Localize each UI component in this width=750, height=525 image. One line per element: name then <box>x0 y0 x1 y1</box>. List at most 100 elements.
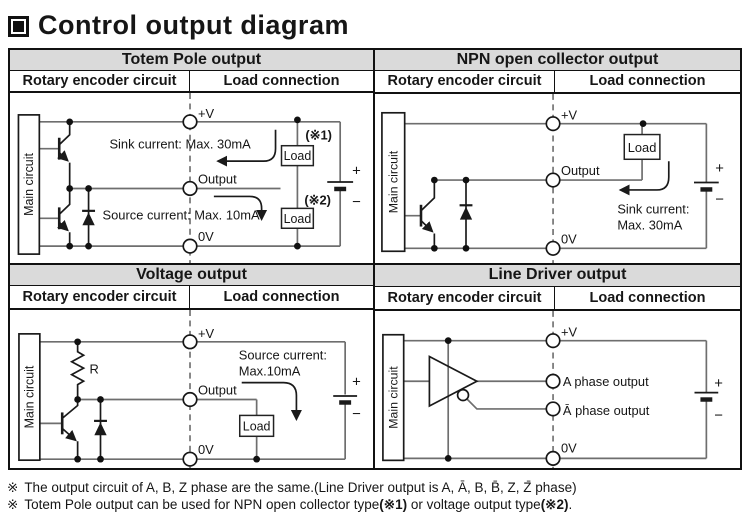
line-driver-battery-plus: + <box>714 376 723 392</box>
npn-main-circuit-box <box>381 111 406 252</box>
voltage-title: Voltage output <box>10 265 373 287</box>
line-driver-title: Line Driver output <box>375 265 740 287</box>
totem-terminal-output <box>182 180 198 197</box>
npn-main-circuit-label: Main circuit <box>386 150 400 213</box>
voltage-source-note-line1: Source current: <box>239 348 327 363</box>
footnotes: ※ The output circuit of A, B, Z phase ar… <box>7 479 577 513</box>
voltage-junction-dots <box>74 338 261 463</box>
line-driver-main-circuit-label: Main circuit <box>386 365 400 428</box>
npn-circuit-svg: Main circuit Load +V Output 0V Sink curr… <box>381 93 724 263</box>
line-driver-terminal-abar <box>545 401 561 417</box>
voltage-battery-icon <box>333 395 358 405</box>
totem-battery-minus: − <box>352 194 361 210</box>
voltage-main-circuit-label: Main circuit <box>22 365 36 428</box>
npn-title: NPN open collector output <box>375 50 740 71</box>
voltage-col-header-encoder: Rotary encoder circuit <box>10 286 190 308</box>
line-driver-buffer-icon <box>428 354 479 408</box>
npn-sink-arrow <box>618 161 670 196</box>
voltage-vplus-label: +V <box>198 326 215 341</box>
line-driver-0v-label: 0V <box>561 440 577 455</box>
totem-load1-box <box>280 144 315 167</box>
footnote-ref2: (※2) <box>540 497 569 512</box>
totem-ref1-label: (※1) <box>305 128 332 143</box>
totem-sink-note: Sink current: Max. 30mA <box>109 137 251 152</box>
voltage-terminal-vplus <box>182 334 198 350</box>
totem-col-header-load: Load connection <box>223 72 340 89</box>
voltage-terminal-0v <box>182 451 198 467</box>
quadrant-npn: NPN open collector output Rotary encoder… <box>375 50 740 265</box>
totem-source-note: Source current: Max. 10mA <box>102 207 259 222</box>
totem-main-circuit-label: Main circuit <box>22 152 36 215</box>
output-diagram-table: Totem Pole output Rotary encoder circuit… <box>8 48 742 470</box>
npn-sink-note-line1: Sink current: <box>617 202 689 217</box>
footnote-text-1: The output circuit of A, B, Z phase are … <box>24 480 577 495</box>
line-driver-main-circuit-box <box>382 333 405 461</box>
totem-col-header-encoder: Rotary encoder circuit <box>10 70 190 91</box>
quadrant-voltage: Voltage output Rotary encoder circuit Lo… <box>10 265 375 468</box>
npn-output-label: Output <box>561 163 600 178</box>
totem-diagram: Main circuit Load Load +V Outpu <box>10 92 373 263</box>
totem-transistors-icon <box>57 121 71 247</box>
line-driver-battery-icon <box>694 391 719 402</box>
voltage-resistor-icon <box>69 341 86 400</box>
title-square-icon <box>8 16 29 37</box>
npn-terminal-0v <box>545 240 561 256</box>
voltage-column-headers: Rotary encoder circuit Load connection <box>10 286 373 310</box>
footnote-line-1: ※ The output circuit of A, B, Z phase ar… <box>7 479 577 496</box>
npn-vplus-label: +V <box>561 108 578 123</box>
npn-col-header-load: Load connection <box>589 73 706 90</box>
line-driver-vplus-label: +V <box>561 324 578 339</box>
quadrant-line-driver: Line Driver output Rotary encoder circui… <box>375 265 740 468</box>
line-driver-battery-minus: − <box>714 408 723 424</box>
voltage-diagram: Main circuit Load R +V Output 0V So <box>10 309 373 468</box>
line-driver-circuit-svg: Main circuit +V A phase output Ā phase o… <box>382 310 723 468</box>
totem-column-headers: Rotary encoder circuit Load connection <box>10 70 373 93</box>
voltage-transistor-icon <box>60 399 79 460</box>
npn-col-header-encoder: Rotary encoder circuit <box>375 70 555 92</box>
totem-title: Totem Pole output <box>10 50 373 71</box>
totem-sink-arrow <box>216 129 277 167</box>
voltage-battery-minus: − <box>352 406 361 422</box>
totem-load2-label: Load <box>284 212 312 226</box>
footnote-marker-1: ※ <box>7 480 19 495</box>
totem-main-circuit-box <box>17 113 41 255</box>
totem-vplus-label: +V <box>198 106 215 121</box>
totem-circuit-svg: Main circuit Load Load +V Outpu <box>17 92 361 263</box>
voltage-load-box <box>238 414 275 437</box>
page-title: Control output diagram <box>38 10 349 40</box>
totem-ref2-label: (※2) <box>304 192 331 207</box>
line-driver-terminal-0v <box>545 450 561 466</box>
totem-battery-plus: + <box>352 163 361 179</box>
npn-column-headers: Rotary encoder circuit Load connection <box>375 70 740 94</box>
voltage-battery-plus: + <box>352 374 361 390</box>
npn-battery-minus: − <box>715 192 724 208</box>
voltage-source-note-line2: Max.10mA <box>239 364 301 379</box>
line-driver-wires <box>403 339 708 459</box>
npn-battery-icon <box>694 181 719 192</box>
totem-junction-dots <box>66 116 301 250</box>
npn-diode-icon <box>459 179 473 249</box>
voltage-col-header-load: Load connection <box>223 289 340 306</box>
totem-diode-icon <box>82 188 96 247</box>
npn-junction-dots <box>430 120 647 252</box>
npn-battery-plus: + <box>715 161 724 177</box>
totem-0v-label: 0V <box>198 229 214 244</box>
page-title-row: Control output diagram <box>8 10 349 41</box>
line-driver-terminal-vplus <box>545 332 561 348</box>
voltage-source-arrow <box>241 381 302 421</box>
voltage-0v-label: 0V <box>198 442 214 457</box>
voltage-diode-icon <box>94 399 107 460</box>
voltage-terminal-output <box>182 391 198 407</box>
npn-sink-note-line2: Max. 30mA <box>617 217 682 232</box>
line-driver-junction-dots <box>444 337 452 462</box>
line-driver-diagram: Main circuit +V A phase output Ā phase o… <box>375 310 740 468</box>
totem-terminal-0v <box>182 238 198 254</box>
voltage-r-label: R <box>90 362 99 377</box>
line-driver-abar-label: Ā phase output <box>563 403 650 418</box>
footnote-line-2: ※ Totem Pole output can be used for NPN … <box>7 496 577 513</box>
npn-load-box <box>623 133 661 160</box>
line-driver-col-header-encoder: Rotary encoder circuit <box>375 286 555 309</box>
footnote-marker-2: ※ <box>7 497 19 512</box>
line-driver-col-header-load: Load connection <box>589 289 706 306</box>
